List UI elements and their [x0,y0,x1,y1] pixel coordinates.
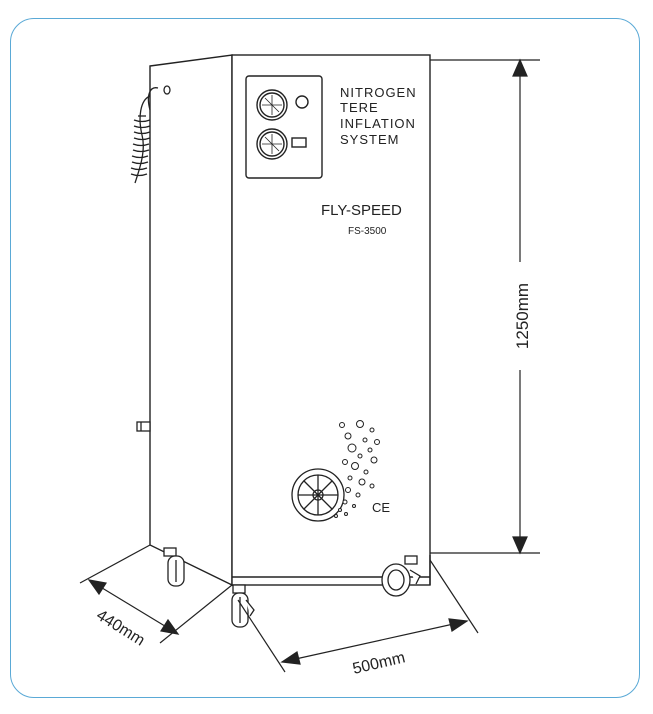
width-label: 500mm [351,649,407,678]
wheel-back-left [163,547,185,587]
panel-title: NITROGEN TERE INFLATION SYSTEM [340,85,417,147]
depth-dimension [79,544,233,644]
panel-title-line-1: NITROGEN [340,85,417,100]
fan-grille [291,468,345,522]
indicator-light [295,95,309,109]
wheel-front-left [231,584,255,628]
panel-title-line-4: SYSTEM [340,132,399,147]
side-inlet [136,421,151,432]
width-dimension [237,559,479,673]
bubbles-decoration [334,420,380,518]
panel-title-line-2: TERE [340,100,379,115]
height-label: 1250mm [513,283,532,349]
panel-title-line-3: INFLATION [340,116,416,131]
ce-mark: CE [372,500,390,515]
model-number: FS-3500 [348,226,387,237]
wheels [163,547,421,628]
depth-label: 440mm [93,607,147,650]
control-panel [245,75,323,179]
display-window [291,137,307,148]
svg-text:CE: CE [372,500,390,515]
coiled-hose [130,85,171,184]
brand-name: FLY-SPEED [321,202,402,219]
height-dimension [430,58,540,555]
cabinet-side [149,54,233,587]
wheel-front-right [381,555,421,597]
